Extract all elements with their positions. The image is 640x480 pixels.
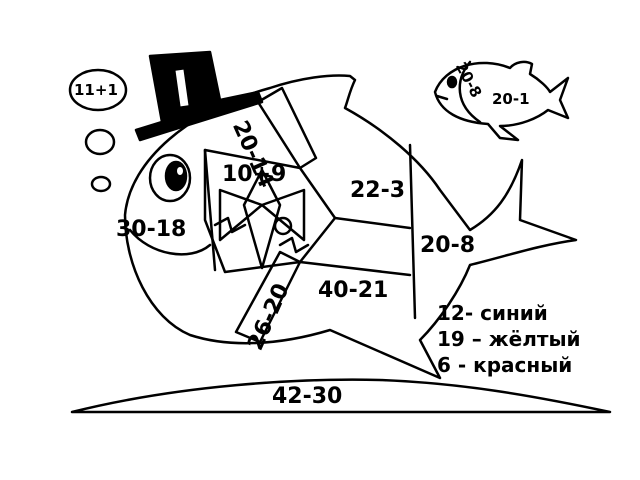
big-fish-eye-shine xyxy=(177,167,183,175)
zigzag-pattern xyxy=(213,216,310,254)
big-fish-mouth xyxy=(128,228,212,256)
bubble-medium xyxy=(84,128,116,156)
divider-mid xyxy=(333,216,412,230)
big-fish-eye xyxy=(148,153,192,203)
belly-label: 40-21 xyxy=(318,278,389,303)
small-fish-gill xyxy=(458,60,482,124)
small-fish-mouth xyxy=(435,94,449,101)
big-fish-pupil xyxy=(164,160,188,192)
tail-label: 20-8 xyxy=(420,233,476,258)
color-legend: 12- синий 19 – жёлтый 6 - красный xyxy=(437,300,581,378)
bow-tie xyxy=(218,188,306,242)
ground-label: 42-30 xyxy=(272,384,343,409)
center-left-label: 10+9 xyxy=(222,162,287,187)
bubble-large xyxy=(68,68,128,112)
top-hat-band xyxy=(175,69,189,107)
small-fish-eye xyxy=(446,75,458,89)
legend-item-blue: 12- синий xyxy=(437,301,548,325)
bow-tie-diamond xyxy=(242,168,282,270)
fish-sash-band xyxy=(256,86,318,170)
ground-hill xyxy=(70,378,612,414)
divider-horizontal xyxy=(298,260,412,277)
bubble-label: 11+1 xyxy=(74,81,118,99)
small-fish-body-label: 20-1 xyxy=(492,90,530,108)
divider-vertical xyxy=(408,143,417,320)
legend-item-red: 6 - красный xyxy=(437,353,573,377)
top-hat xyxy=(134,50,264,142)
center-right-label: 22-3 xyxy=(350,178,406,203)
bubble-small xyxy=(90,175,112,193)
head-label: 30-18 xyxy=(116,217,187,242)
big-fish-body xyxy=(123,74,578,380)
legend-item-yellow: 19 – жёлтый xyxy=(437,327,581,351)
divider-left xyxy=(203,148,217,272)
small-fish-body xyxy=(433,60,570,142)
bow-tie-knot xyxy=(273,216,293,236)
